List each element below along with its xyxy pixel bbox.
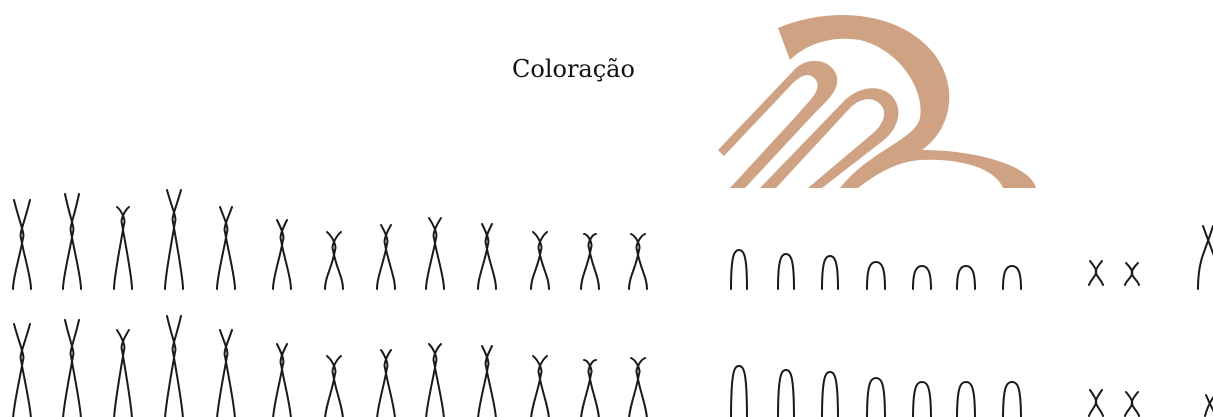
row1-arch-chromosome-1 <box>731 250 747 289</box>
row1-x-chromosome-1-strand-b <box>21 200 31 289</box>
row1-x-chromosome-3-strand-a <box>114 207 124 289</box>
row1-arch-chromosome-6 <box>957 266 975 289</box>
row1-x-chromosome-5-strand-a <box>217 207 227 289</box>
karyotype <box>13 190 1213 417</box>
row1-arch-chromosome-3 <box>822 256 838 289</box>
row1-arch-chromosome-4 <box>867 262 885 289</box>
row2-x-chromosome-4-strand-a <box>165 316 175 417</box>
row1-x-chromosome-4-strand-a <box>165 190 175 289</box>
row2-x-chromosome-2-strand-a <box>63 320 73 417</box>
row1-x-chromosome-4-strand-b <box>173 190 183 289</box>
row2-x-chromosome-13-strand-b <box>637 358 647 417</box>
row2-x-chromosome-9-strand-b <box>434 344 444 417</box>
row2-arch-chromosome-6 <box>957 382 975 417</box>
row1-x-chromosome-6-strand-b <box>281 220 291 289</box>
row1-arch-chromosome-7 <box>1003 266 1021 289</box>
row1-arch-chromosome-5 <box>913 266 931 289</box>
row2-x-chromosome-5-strand-a <box>217 330 227 417</box>
row1-x-chromosome-5-strand-b <box>225 207 235 289</box>
row2-arch-chromosome-4 <box>867 378 885 417</box>
row2-arch-chromosome-2 <box>778 370 794 417</box>
row1-x-chromosome-7-strand-b <box>333 232 343 289</box>
row1-x-chromosome-10-strand-b <box>486 224 496 289</box>
row2-arch-chromosome-1 <box>731 366 747 417</box>
row1-small-x-chromosome-1-strand-b <box>1096 261 1103 285</box>
row2-x-chromosome-10-strand-b <box>486 346 496 417</box>
row1-x-chromosome-3-strand-b <box>122 207 132 289</box>
row1-x-chromosome-13-strand-b <box>637 234 647 289</box>
row2-arch-chromosome-3 <box>822 372 838 417</box>
row2-x-chromosome-6-strand-b <box>281 344 291 417</box>
row1-x-chromosome-11-strand-b <box>539 232 549 289</box>
row2-x-chromosome-2-strand-b <box>71 320 81 417</box>
row2-x-chromosome-1-strand-b <box>21 324 31 417</box>
row1-arch-chromosome-2 <box>778 254 794 289</box>
row2-x-chromosome-11-strand-b <box>539 356 549 417</box>
logo-stem-upper <box>718 61 837 188</box>
row2-arch-chromosome-5 <box>913 382 931 417</box>
row2-x-chromosome-1-strand-a <box>13 324 23 417</box>
row1-x-chromosome-9-strand-b <box>434 218 444 289</box>
row1-x-chromosome-8-strand-b <box>385 225 395 289</box>
watermark-logo <box>718 15 1036 188</box>
row2-arch-chromosome-7 <box>1003 382 1021 417</box>
row2-x-chromosome-4-strand-b <box>173 316 183 417</box>
row2-small-x-chromosome-1-strand-b <box>1096 390 1103 416</box>
row2-x-chromosome-5-strand-b <box>225 330 235 417</box>
row1-x-chromosome-2-strand-b <box>71 194 81 289</box>
row2-x-chromosome-8-strand-b <box>385 350 395 417</box>
row1-small-x-chromosome-2-strand-b <box>1132 263 1139 285</box>
row2-x-chromosome-7-strand-b <box>333 356 343 417</box>
row2-small-x-chromosome-2-strand-b <box>1132 392 1139 416</box>
row1-x-chromosome-12-strand-b <box>589 234 599 289</box>
row2-x-chromosome-3-strand-b <box>122 330 132 417</box>
